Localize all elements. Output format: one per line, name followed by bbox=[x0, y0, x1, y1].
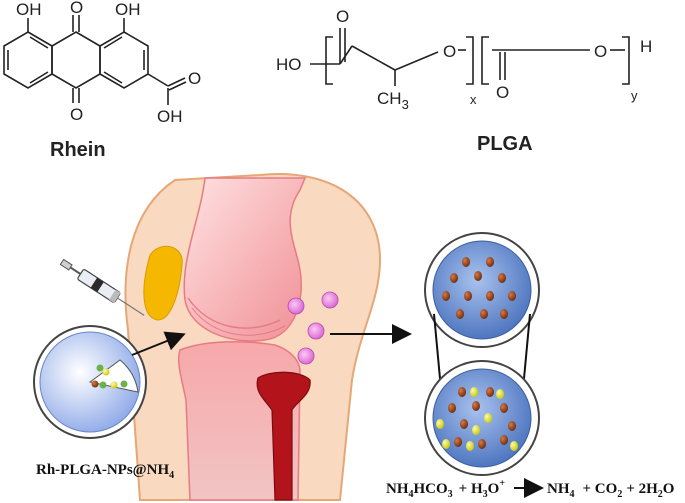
knee-illustration bbox=[124, 173, 382, 501]
rhein-carbonyl-o-top: O bbox=[70, 0, 83, 17]
arrow-to-knee bbox=[131, 331, 186, 356]
rhein-carbonyl-o-bottom: O bbox=[70, 105, 83, 124]
nanoparticle-diagram bbox=[33, 325, 147, 439]
plga-name: PLGA bbox=[477, 133, 533, 155]
reaction-products: NH4+ CO2+ 2H2O bbox=[547, 481, 674, 500]
plga-subscript-y: y bbox=[631, 88, 638, 103]
plga-o-top: O bbox=[336, 7, 349, 26]
rhein-ring-left bbox=[3, 31, 53, 89]
fibula-bone bbox=[256, 371, 311, 501]
knee-particle bbox=[321, 291, 339, 309]
plga-o-bottom: O bbox=[496, 83, 509, 102]
plga-o-ether: O bbox=[594, 42, 607, 61]
rhein-oh-right: OH bbox=[115, 0, 141, 19]
plga-ho: HO bbox=[276, 55, 302, 74]
femur-bone bbox=[183, 177, 307, 342]
rhein-acid-o: O bbox=[188, 69, 201, 88]
knee-particle bbox=[307, 322, 325, 340]
plga-o-bridge: O bbox=[443, 42, 456, 61]
plga-h: H bbox=[640, 37, 652, 56]
knee-particle bbox=[297, 347, 315, 365]
rhein-acid-oh: OH bbox=[157, 107, 183, 126]
reaction-equation: NH4HCO3+ H3O+ bbox=[386, 478, 505, 500]
plga-subscript-x: x bbox=[470, 92, 477, 107]
femur-condyle-lines bbox=[187, 297, 281, 329]
nanoparticle-label: Rh-PLGA-NPs@NH4 bbox=[36, 462, 174, 481]
knee-particle bbox=[287, 297, 305, 315]
release-bottom-circle bbox=[424, 360, 540, 476]
plga-ch3: CH3 bbox=[377, 89, 409, 112]
rhein-ring-middle bbox=[51, 31, 101, 89]
rhein-structure bbox=[3, 15, 187, 105]
fat-pad bbox=[143, 245, 183, 321]
rhein-name: Rhein bbox=[50, 139, 106, 161]
syringe-icon bbox=[59, 258, 145, 316]
rhein-oh-left: OH bbox=[16, 0, 42, 19]
rhein-ring-right bbox=[99, 31, 149, 89]
plga-structure bbox=[310, 28, 630, 86]
release-top-circle bbox=[424, 232, 540, 348]
